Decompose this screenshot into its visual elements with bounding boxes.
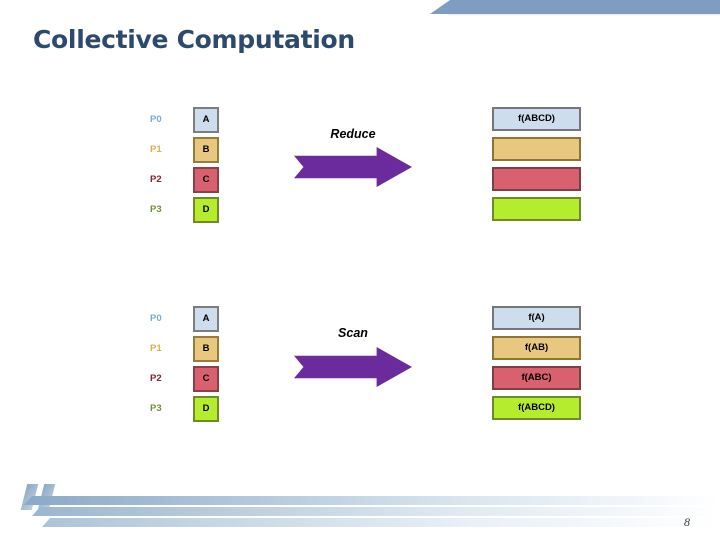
reduce-input-label-p3: P3	[150, 204, 162, 215]
footer-decoration	[0, 480, 720, 540]
scan-input-label-p1: P1	[150, 343, 162, 354]
scan-input-cell-p2: C	[193, 366, 219, 392]
reduce-input-label-p0: P0	[150, 114, 162, 125]
page-number: 8	[684, 515, 690, 529]
scan-input-cell-p0: A	[193, 306, 219, 332]
scan-diagram: P0 P1 P2 P3 A B C D f(A) f(AB) f(ABC) f(…	[0, 299, 720, 429]
scan-operation-label: Scan	[338, 326, 368, 340]
right-arrow-icon	[294, 347, 412, 387]
reduce-output-bar-p3	[492, 197, 581, 221]
reduce-input-cell-p1: B	[193, 137, 219, 163]
right-arrow-icon	[294, 147, 412, 187]
footer-stripe-3	[42, 518, 720, 527]
reduce-input-cell-p2: C	[193, 167, 219, 193]
reduce-output-bar-p0: f(ABCD)	[492, 107, 581, 131]
reduce-input-cell-p0: A	[193, 107, 219, 133]
scan-output-bar-p0: f(A)	[492, 306, 581, 330]
footer-stripe-1	[24, 496, 720, 505]
reduce-input-label-p1: P1	[150, 144, 162, 155]
footer-hook-right	[37, 484, 56, 510]
scan-input-label-p2: P2	[150, 373, 162, 384]
page-title: Collective Computation	[33, 25, 355, 54]
scan-arrow	[294, 347, 412, 387]
reduce-arrow	[294, 147, 412, 187]
reduce-output-bar-p2	[492, 167, 581, 191]
top-accent-banner	[430, 0, 720, 14]
reduce-operation-label: Reduce	[330, 127, 376, 141]
footer-stripe-2	[32, 507, 720, 516]
scan-input-cell-p1: B	[193, 336, 219, 362]
reduce-input-cell-p3: D	[193, 197, 219, 223]
scan-input-cell-p3: D	[193, 396, 219, 422]
scan-input-label-p0: P0	[150, 313, 162, 324]
scan-output-bar-p1: f(AB)	[492, 336, 581, 360]
scan-output-bar-p3: f(ABCD)	[492, 396, 581, 420]
top-accent-banner-shadow	[448, 13, 720, 16]
reduce-input-label-p2: P2	[150, 174, 162, 185]
scan-output-bar-p2: f(ABC)	[492, 366, 581, 390]
reduce-output-bar-p1	[492, 137, 581, 161]
reduce-diagram: P0 P1 P2 P3 A B C D f(ABCD)	[0, 100, 720, 230]
footer-hook-left	[20, 484, 39, 510]
scan-input-label-p3: P3	[150, 403, 162, 414]
